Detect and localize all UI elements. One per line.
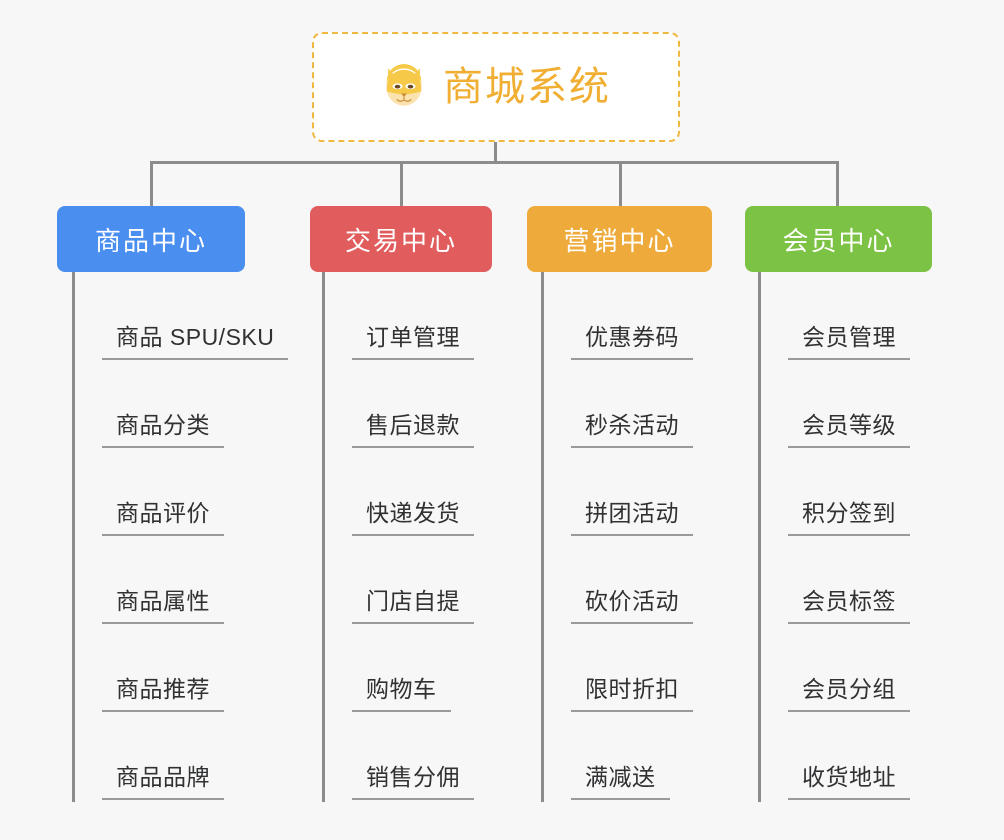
leaf-item-rule: 限时折扣 (571, 676, 693, 712)
leaf-item-label: 商品评价 (116, 499, 210, 526)
category-label: 交易中心 (344, 225, 457, 256)
leaf-item[interactable]: 商品品牌 (72, 712, 302, 800)
leaf-item-label: 商品推荐 (116, 675, 210, 702)
leaf-item-label: 优惠券码 (585, 323, 679, 350)
leaf-item[interactable]: 售后退款 (322, 360, 552, 448)
leaf-item-rule: 会员管理 (788, 324, 910, 360)
leaf-item[interactable]: 商品推荐 (72, 624, 302, 712)
connector-root-stem (494, 142, 497, 163)
leaf-item[interactable]: 购物车 (322, 624, 552, 712)
leaf-item-rule: 会员标签 (788, 588, 910, 624)
leaf-item-label: 收货地址 (802, 763, 896, 790)
leaf-item[interactable]: 秒杀活动 (541, 360, 771, 448)
leaf-item-label: 订单管理 (366, 323, 460, 350)
leaf-item-rule: 商品品牌 (102, 764, 224, 800)
category-box-trade[interactable]: 交易中心 (310, 206, 492, 272)
leaf-item-label: 拼团活动 (585, 499, 679, 526)
leaf-item-label: 快递发货 (366, 499, 460, 526)
leaf-item[interactable]: 积分签到 (758, 448, 988, 536)
category-box-product[interactable]: 商品中心 (57, 206, 245, 272)
leaf-item[interactable]: 销售分佣 (322, 712, 552, 800)
leaf-item[interactable]: 会员标签 (758, 536, 988, 624)
category-box-member[interactable]: 会员中心 (745, 206, 932, 272)
leaf-item-rule: 商品推荐 (102, 676, 224, 712)
leaf-item-rule: 拼团活动 (571, 500, 693, 536)
column-spine (541, 272, 544, 802)
connector-horizontal-bus (150, 161, 839, 164)
leaf-item[interactable]: 优惠券码 (541, 272, 771, 360)
leaf-list: 商品 SPU/SKU 商品分类商品评价商品属性商品推荐商品品牌 (72, 272, 302, 800)
leaf-item-rule: 商品分类 (102, 412, 224, 448)
leaf-item-rule: 商品评价 (102, 500, 224, 536)
root-title: 商城系统 (443, 65, 611, 109)
leaf-item[interactable]: 商品属性 (72, 536, 302, 624)
leaf-item-rule: 销售分佣 (352, 764, 474, 800)
leaf-item-label: 商品属性 (116, 587, 210, 614)
leaf-item[interactable]: 收货地址 (758, 712, 988, 800)
connector-drop-4 (836, 161, 839, 206)
root-node[interactable]: 商城系统 (312, 32, 680, 142)
category-box-marketing[interactable]: 营销中心 (527, 206, 712, 272)
leaf-item-label: 砍价活动 (585, 587, 679, 614)
leaf-item-label: 积分签到 (802, 499, 896, 526)
leaf-item-label: 销售分佣 (366, 763, 460, 790)
leaf-item-label: 商品分类 (116, 411, 210, 438)
connector-drop-2 (400, 161, 403, 206)
leaf-list: 会员管理会员等级积分签到会员标签会员分组收货地址 (758, 272, 988, 800)
category-label: 会员中心 (782, 225, 895, 256)
category-label: 营销中心 (563, 225, 676, 256)
leaf-item-rule: 商品属性 (102, 588, 224, 624)
leaf-item[interactable]: 会员管理 (758, 272, 988, 360)
leaf-item[interactable]: 限时折扣 (541, 624, 771, 712)
leaf-item-label: 限时折扣 (585, 675, 679, 702)
leaf-item-label: 门店自提 (366, 587, 460, 614)
leaf-item-rule: 积分签到 (788, 500, 910, 536)
leaf-item-label: 会员等级 (802, 411, 896, 438)
leaf-item-rule: 会员分组 (788, 676, 910, 712)
leaf-item-rule: 秒杀活动 (571, 412, 693, 448)
leaf-item[interactable]: 快递发货 (322, 448, 552, 536)
leaf-item-rule: 购物车 (352, 676, 451, 712)
shiba-dog-icon (386, 64, 422, 106)
leaf-item[interactable]: 满减送 (541, 712, 771, 800)
leaf-item-rule: 商品 SPU/SKU (102, 323, 289, 360)
leaf-item-rule: 满减送 (571, 764, 670, 800)
leaf-list: 订单管理售后退款快递发货门店自提购物车销售分佣 (322, 272, 552, 800)
leaf-item-label: 商品品牌 (116, 763, 210, 790)
category-label: 商品中心 (94, 225, 207, 256)
leaf-list: 优惠券码秒杀活动拼团活动砍价活动限时折扣满减送 (541, 272, 771, 800)
leaf-item-rule: 售后退款 (352, 412, 474, 448)
leaf-item-rule: 门店自提 (352, 588, 474, 624)
leaf-item-label: 购物车 (366, 675, 437, 702)
leaf-item[interactable]: 商品分类 (72, 360, 302, 448)
leaf-item-rule: 会员等级 (788, 412, 910, 448)
leaf-item[interactable]: 砍价活动 (541, 536, 771, 624)
leaf-item-label: 商品 SPU/SKU (116, 323, 275, 350)
column-spine (72, 272, 75, 802)
leaf-item-rule: 快递发货 (352, 500, 474, 536)
leaf-item-rule: 砍价活动 (571, 588, 693, 624)
leaf-item-label: 售后退款 (366, 411, 460, 438)
leaf-item-label: 会员管理 (802, 323, 896, 350)
leaf-item-label: 会员分组 (802, 675, 896, 702)
leaf-item[interactable]: 订单管理 (322, 272, 552, 360)
leaf-item-label: 秒杀活动 (585, 411, 679, 438)
leaf-item[interactable]: 拼团活动 (541, 448, 771, 536)
leaf-item[interactable]: 商品 SPU/SKU (72, 272, 302, 360)
leaf-item-label: 满减送 (585, 763, 656, 790)
leaf-item-rule: 订单管理 (352, 324, 474, 360)
leaf-item[interactable]: 门店自提 (322, 536, 552, 624)
leaf-item-rule: 优惠券码 (571, 324, 693, 360)
column-spine (758, 272, 761, 802)
leaf-item-label: 会员标签 (802, 587, 896, 614)
leaf-item[interactable]: 商品评价 (72, 448, 302, 536)
leaf-item-rule: 收货地址 (788, 764, 910, 800)
leaf-item[interactable]: 会员分组 (758, 624, 988, 712)
leaf-item[interactable]: 会员等级 (758, 360, 988, 448)
connector-drop-1 (150, 161, 153, 206)
connector-drop-3 (619, 161, 622, 206)
column-spine (322, 272, 325, 802)
